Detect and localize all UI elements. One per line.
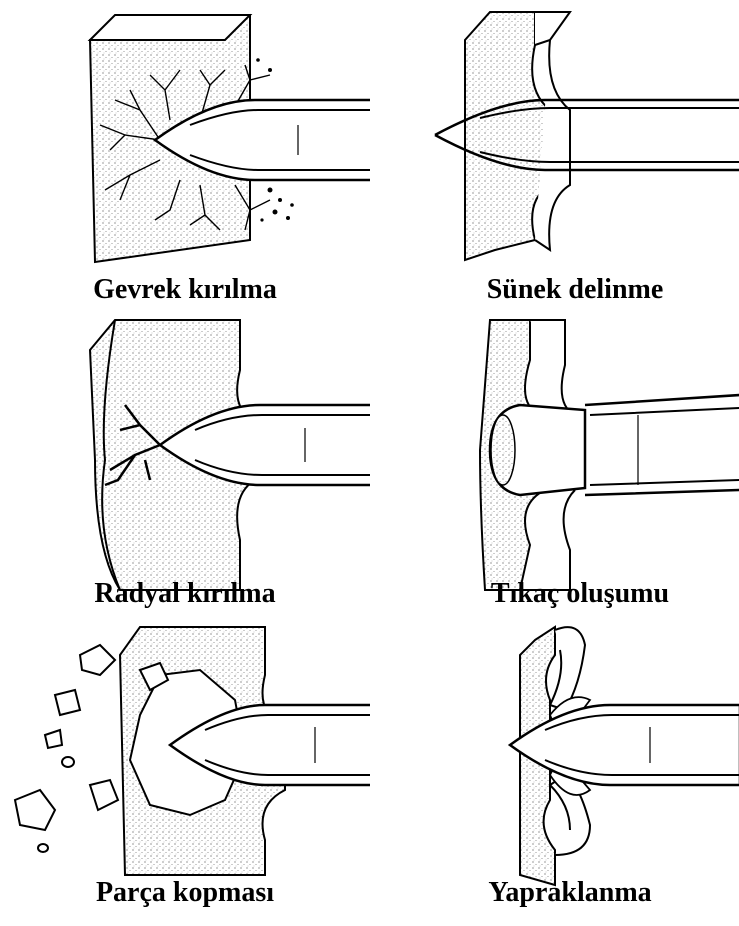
panel-parca-kopmasi: Parça kopması	[0, 615, 370, 926]
brittle-fracture-illustration	[0, 0, 370, 320]
panel-sunek-delinme: Sünek delinme	[370, 0, 739, 320]
caption-yapraklanma: Yapraklanma	[445, 877, 695, 909]
panel-yapraklanma: Yapraklanma	[370, 615, 739, 926]
caption-gevrek-kirilma: Gevrek kırılma	[60, 274, 310, 306]
caption-sunek-delinme: Sünek delinme	[450, 274, 700, 306]
caption-tikac-olusumu: Tıkaç oluşumu	[455, 578, 705, 610]
panel-gevrek-kirilma: Gevrek kırılma	[0, 0, 370, 320]
radial-fracture-illustration	[0, 310, 370, 620]
plug-formation-illustration	[370, 310, 739, 620]
ductile-hole-growth-illustration	[370, 0, 739, 320]
caption-parca-kopmasi: Parça kopması	[60, 877, 310, 909]
panel-radyal-kirilma: Radyal kırılma	[0, 310, 370, 620]
caption-radyal-kirilma: Radyal kırılma	[60, 578, 310, 610]
panel-tikac-olusumu: Tıkaç oluşumu	[370, 310, 739, 620]
